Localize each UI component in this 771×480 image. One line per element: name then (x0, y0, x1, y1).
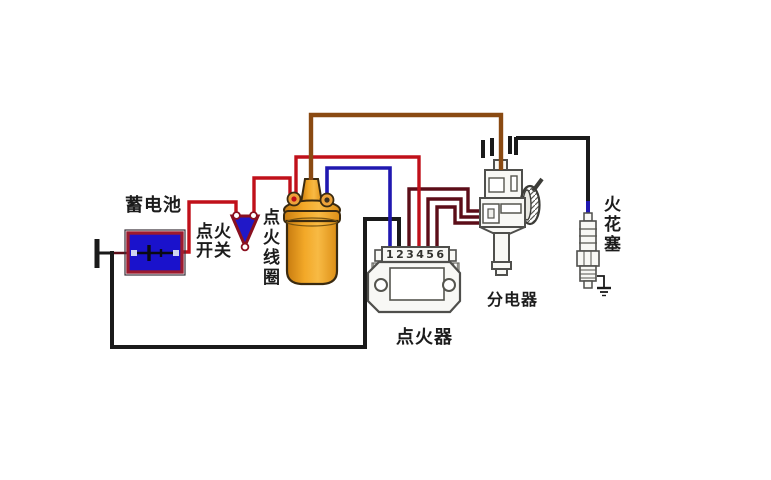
pin-number: 4 (416, 248, 424, 261)
wires-igniter-to-distributor (407, 187, 487, 250)
ignition-coil-label: 点火线圈 (263, 208, 280, 288)
pin-number: 5 (426, 248, 434, 261)
pin-number: 6 (436, 248, 444, 261)
ignition-switch-label: 点火开关 (196, 222, 232, 261)
igniter-pin-numbers: 1 2 3 4 5 6 (386, 249, 444, 261)
wire-battery-to-switch (181, 200, 238, 254)
ignition-coil-symbol (283, 178, 341, 286)
distributor-label: 分电器 (487, 290, 539, 309)
wire-coil-to-distributor-brown (308, 112, 504, 180)
spark-plug-label: 火花塞 (604, 195, 621, 255)
distributor-plug-wire-stubs (481, 136, 518, 158)
battery-label: 蓄电池 (125, 195, 182, 216)
wire-coil-to-igniter-red (294, 155, 421, 250)
wire-ground-to-igniter (110, 217, 401, 349)
pin-number: 2 (396, 248, 404, 261)
wire-coil-to-igniter-blue (325, 166, 392, 250)
distributor-symbol (479, 159, 544, 276)
wire-switch-to-coil (252, 176, 292, 214)
pin-number: 3 (406, 248, 414, 261)
ignition-switch-symbol (229, 211, 261, 252)
battery-symbol (124, 229, 186, 276)
ground-symbol-sparkplug (597, 275, 611, 297)
igniter-symbol (366, 246, 462, 314)
spark-plug-symbol (576, 212, 600, 289)
igniter-label: 点火器 (396, 327, 453, 348)
pin-number: 1 (386, 248, 394, 261)
